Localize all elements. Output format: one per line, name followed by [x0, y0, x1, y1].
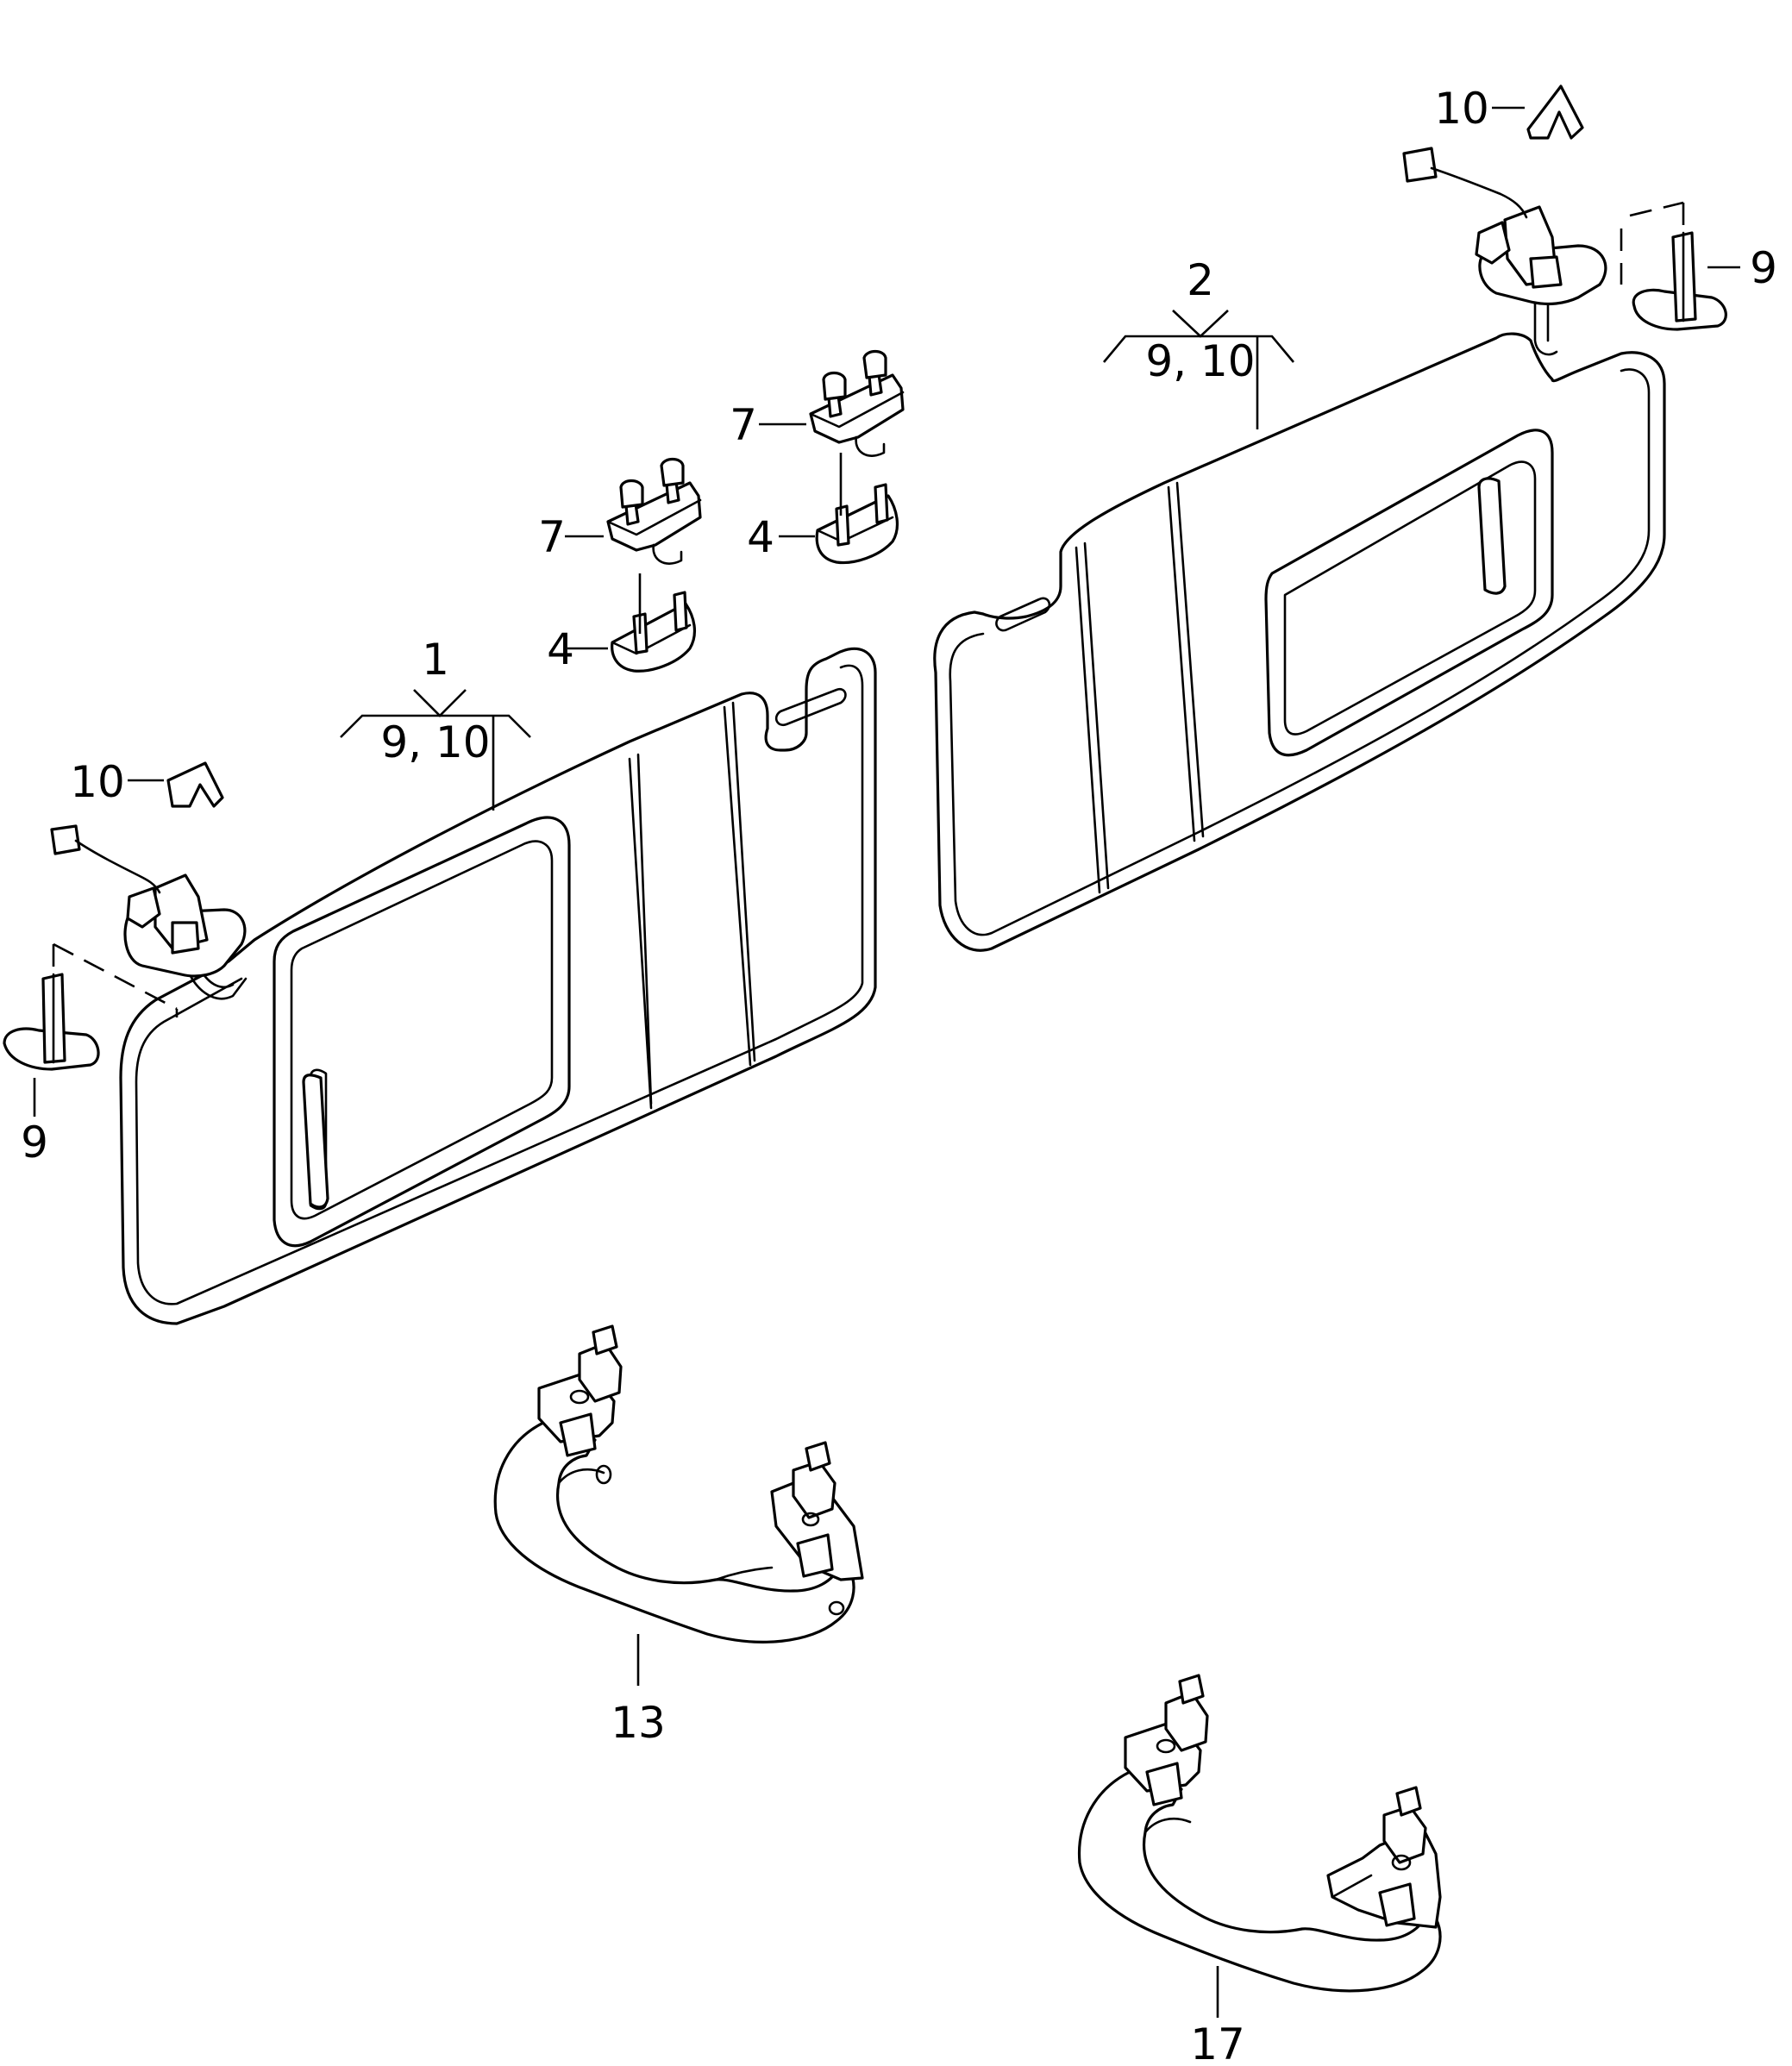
clip-10-right	[1526, 85, 1584, 140]
visor-mount-left	[50, 824, 247, 978]
clip-10-left	[166, 761, 224, 808]
callout-10-right: 10	[1434, 84, 1489, 134]
callout-10-left: 10	[70, 757, 125, 807]
callout-4-right: 4	[747, 512, 774, 562]
sun-visor-right	[933, 296, 1666, 952]
callout-2-sub: 9, 10	[1145, 336, 1255, 386]
grab-handle-13	[493, 1324, 864, 1643]
callout-7-left: 7	[538, 512, 566, 562]
bracket-9-right	[1620, 201, 1727, 331]
callout-9-right: 9	[1750, 243, 1777, 293]
callout-labels: 1 9, 10 2 9, 10 7 4 7 4 10 10 9 9 13 17	[21, 84, 1777, 2066]
clip-4-right	[815, 483, 899, 565]
callout-9-left: 9	[21, 1118, 48, 1168]
visor-mount-right	[1402, 147, 1607, 306]
clip-7-left	[606, 457, 702, 565]
callout-1: 1	[422, 635, 449, 685]
leader-lines	[33, 106, 1740, 2018]
callout-2: 2	[1187, 255, 1214, 305]
callout-4-left: 4	[547, 624, 574, 674]
sun-visor-left	[119, 647, 877, 1325]
clip-7-right	[809, 349, 905, 457]
callout-7-right: 7	[730, 400, 757, 450]
callout-17: 17	[1190, 2019, 1245, 2066]
bracket-9-left	[3, 942, 179, 1071]
grab-handle-17	[1077, 1674, 1442, 1993]
callout-1-sub: 9, 10	[380, 717, 490, 767]
callout-13: 13	[611, 1698, 666, 1748]
clip-4-left	[611, 591, 697, 673]
